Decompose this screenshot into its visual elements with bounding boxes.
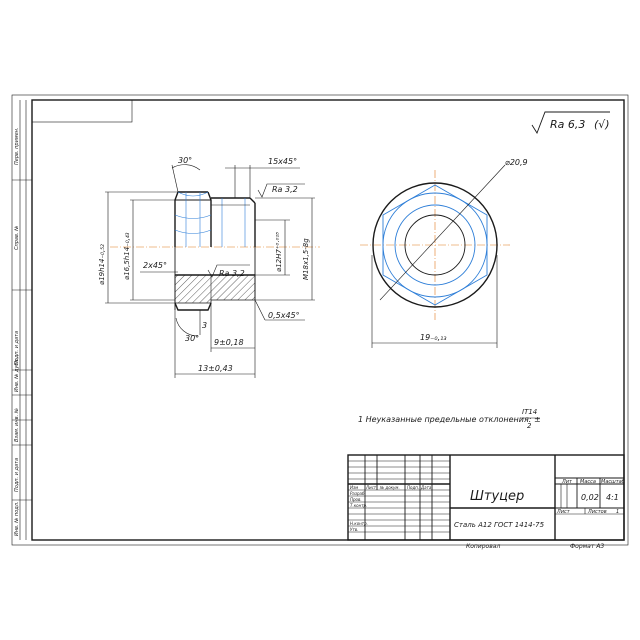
hex-across-flats: 19₋₀,₁₃ [420, 333, 447, 342]
side-stamp-5: Подп. и дата [14, 458, 20, 492]
ra-thread: Ra 3,2 [272, 185, 298, 194]
roughness-main: Ra 6,3 [550, 118, 585, 131]
roughness-other: (√) [594, 118, 610, 131]
part-name: Штуцер [470, 489, 524, 504]
note-fraction-num: IT14 [522, 408, 537, 416]
dim-13: 13±0,43 [198, 364, 233, 373]
chamfer-bottom: 0,5x45° [268, 311, 300, 320]
angle-bottom: 30° [185, 334, 199, 343]
role-row-2: Т.контр. [350, 503, 367, 508]
role-row-5: Утв. [350, 527, 358, 532]
side-stamp-1: Справ. № [14, 226, 20, 250]
top-left-box [31, 99, 133, 123]
ra-bore: Ra 3,2 [219, 269, 245, 278]
dim-dia-19: ⌀19h14₋₀,₅₂ [98, 244, 106, 285]
copied-label: Копировал [466, 543, 500, 550]
section-view: ⌀19h14₋₀,₅₂ ⌀16,5h14₋₀,₄₃ ⌀12H7⁺⁰·⁰¹⁸ M1… [98, 156, 320, 378]
tolerance-note: 1 Неуказанные предельные отклонения: ± I… [358, 408, 541, 430]
angle-top: 30° [178, 156, 192, 165]
sheets-label: Листов [587, 509, 607, 515]
left-stamp-column: Перв. примен. Справ. № Подп. и дата Инв.… [12, 100, 32, 540]
change-col-3: Подп. [407, 485, 419, 490]
hex-view: ⌀20,9 19₋₀,₁₃ [360, 158, 528, 348]
change-col-1: Лист [365, 485, 377, 490]
mass-value: 0,02 [581, 493, 599, 502]
format-label: Формат А3 [570, 543, 604, 550]
col-lit: Лит [561, 479, 573, 485]
change-col-4: Дата [420, 485, 432, 490]
hex-diameter: ⌀20,9 [505, 158, 528, 167]
sheet-border [11, 94, 629, 546]
dim-thread: M18x1,5-8g [302, 238, 310, 280]
note-fraction-den: 2 [527, 422, 532, 430]
side-stamp-2: Подп. и дата [14, 331, 20, 365]
sheets-count: 1 [616, 509, 619, 515]
dim-dia-16: ⌀16,5h14₋₀,₄₃ [123, 232, 131, 280]
role-row-0: Разраб. [350, 491, 366, 496]
sheet-label: Лист [556, 509, 571, 515]
scale-value: 4:1 [606, 493, 619, 502]
title-block: Изм Лист № докум. Подп. Дата Разраб. Про… [347, 454, 625, 550]
drawing-frame [31, 99, 625, 541]
note-text: 1 Неуказанные предельные отклонения: ± [358, 415, 541, 424]
chamfer-top: 15x45° [268, 157, 297, 166]
material: Сталь А12 ГОСТ 1414-75 [454, 521, 545, 529]
role-row-4: Н.контр. [350, 521, 368, 526]
col-scale: Масштаб [601, 479, 625, 485]
side-stamp-0: Перв. примен. [14, 127, 20, 165]
dim-9: 9±0,18 [214, 338, 244, 347]
col-mass: Масса [580, 479, 596, 485]
change-col-0: Изм [350, 485, 358, 490]
side-stamp-3: Инв. № дубл. [14, 358, 20, 392]
side-stamp-4: Взам. инв. № [14, 408, 20, 442]
side-stamp-6: Инв. № подл. [14, 502, 20, 537]
roughness-mark: Ra 6,3 (√) [531, 111, 610, 135]
change-col-2: № докум. [379, 485, 400, 490]
dim-3: 3 [202, 321, 207, 330]
dim-dia-12: ⌀12H7⁺⁰·⁰¹⁸ [275, 232, 283, 272]
role-row-1: Пров. [350, 497, 362, 502]
chamfer-left: 2x45° [143, 261, 167, 270]
